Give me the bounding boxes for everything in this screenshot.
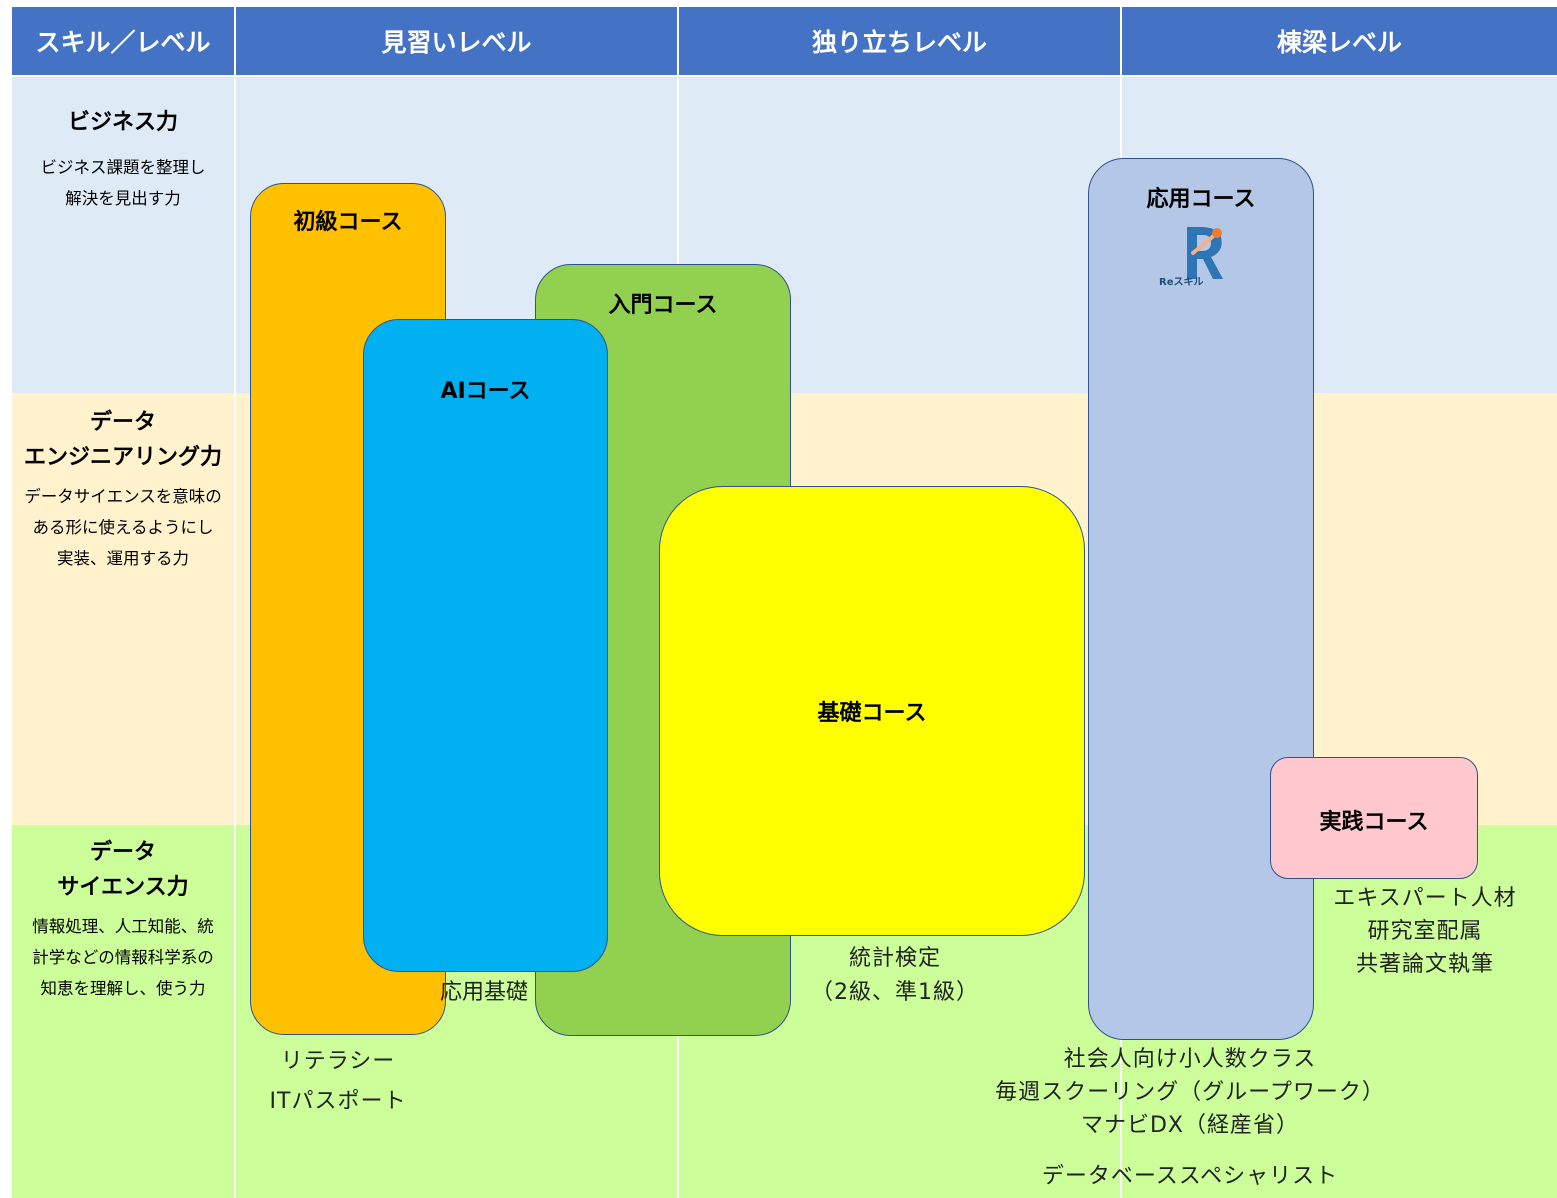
header-level-bridge: 棟梁レベル bbox=[1122, 7, 1557, 75]
note-literacy: リテラシー ITパスポート bbox=[269, 1049, 407, 1114]
course-kiso-label: 基礎コース bbox=[817, 701, 927, 726]
reskill-logo-text: Reスキル bbox=[1159, 277, 1204, 288]
course-jissen: 実践コース bbox=[1270, 757, 1478, 879]
header-skill-level: スキル／レベル bbox=[12, 7, 234, 75]
column-divider bbox=[234, 77, 236, 1198]
skill-science-title: データ サイエンス力 bbox=[57, 840, 189, 900]
reskill-logo-icon bbox=[1187, 227, 1223, 279]
note-expert: エキスパート人材 研究室配属 共著論文執筆 bbox=[1333, 886, 1517, 977]
course-shokyu-label: 初級コース bbox=[293, 210, 403, 235]
course-ai-label: AIコース bbox=[440, 379, 531, 404]
note-oyo-kiso: 応用基礎 bbox=[439, 980, 528, 1005]
skill-engineering-desc: データサイエンスを意味の ある形に使えるようにし 実装、運用する力 bbox=[24, 487, 222, 568]
skill-science: データ サイエンス力 情報処理、人工知能、統 計学などの情報科学系の 知恵を理解… bbox=[12, 835, 234, 1004]
course-oyo-label: 応用コース bbox=[1146, 187, 1256, 212]
note-database: データベーススペシャリスト bbox=[1041, 1164, 1339, 1189]
reskill-logo: Reスキル bbox=[1151, 223, 1231, 293]
course-oyo: 応用コース Reスキル bbox=[1088, 158, 1314, 1040]
course-ai: AIコース bbox=[363, 319, 608, 972]
course-nyumon-label: 入門コース bbox=[608, 293, 718, 318]
header-level-apprentice: 見習いレベル bbox=[236, 7, 677, 75]
course-kiso: 基礎コース bbox=[659, 486, 1085, 936]
skill-engineering-title: データ エンジニアリング力 bbox=[23, 410, 222, 470]
header-level-independent: 独り立ちレベル bbox=[679, 7, 1120, 75]
skill-business-title: ビジネス力 bbox=[67, 110, 178, 135]
skill-science-desc: 情報処理、人工知能、統 計学などの情報科学系の 知恵を理解し、使う力 bbox=[32, 917, 214, 998]
skill-engineering: データ エンジニアリング力 データサイエンスを意味の ある形に使えるようにし 実… bbox=[12, 405, 234, 574]
note-toukei: 統計検定 （2級、準1級） bbox=[811, 946, 979, 1005]
course-jissen-label: 実践コース bbox=[1319, 810, 1429, 835]
skill-business-desc: ビジネス課題を整理し 解決を見出す力 bbox=[40, 158, 206, 208]
note-shakaijin: 社会人向け小人数クラス 毎週スクーリング（グループワーク） マナビDX（経産省） bbox=[995, 1047, 1385, 1138]
skill-business: ビジネス力 ビジネス課題を整理し 解決を見出す力 bbox=[12, 105, 234, 214]
